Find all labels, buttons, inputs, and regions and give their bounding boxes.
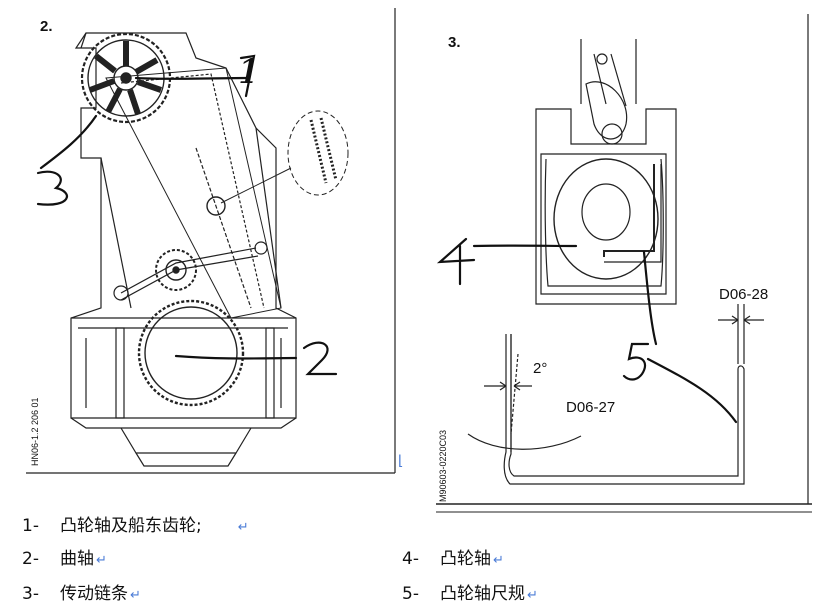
legend-item-3: 3- 传动链条↵ <box>22 579 141 604</box>
return-mark-icon: ↵ <box>527 588 538 603</box>
figure-3-number: 3. <box>448 34 461 51</box>
figure-3-code: M90603-0220C03 <box>438 429 448 502</box>
figure-2-drawing <box>26 8 396 474</box>
crankshaft-sprocket <box>137 299 245 407</box>
figure-2-number: 2. <box>40 18 53 35</box>
figure-2-code: HN06-1.2 206 01 <box>30 397 40 466</box>
legend-item-5: 5- 凸轮轴尺规↵ <box>402 579 538 604</box>
legend-item-1: 1- 凸轮轴及船东齿轮; ↵ <box>22 511 249 536</box>
legend-text: 凸轮轴尺规 <box>440 584 525 604</box>
dimension-label-d06-27: D06-27 <box>566 399 616 416</box>
callout-3-handwritten <box>36 170 68 206</box>
callout-2-handwritten <box>302 341 338 376</box>
legend-number: 4- <box>402 549 419 569</box>
callout-4-handwritten <box>436 237 476 286</box>
figure-2-engine-diagram: 2. HN06-1.2 206 01 <box>26 8 396 474</box>
angle-label: 2° <box>533 360 548 377</box>
return-mark-icon: ↵ <box>237 520 249 535</box>
dimension-label-d06-28: D06-28 <box>719 286 769 303</box>
legend-number: 2- <box>22 549 39 569</box>
legend-text: 曲轴 <box>60 549 94 569</box>
legend-number: 3- <box>22 584 39 604</box>
callout-5-handwritten <box>622 342 650 381</box>
figure-3-drawing <box>436 14 812 513</box>
legend-number: 5- <box>402 584 419 604</box>
return-mark-icon: ↵ <box>130 588 141 603</box>
camshaft-sprocket <box>80 32 172 124</box>
callout-1-handwritten: 1 <box>238 52 260 92</box>
gauge-drawing <box>467 304 764 485</box>
legend-item-2: 2- 曲轴↵ <box>22 544 107 569</box>
chain-detail-inset <box>220 110 349 204</box>
figure-3-camshaft-gauge-diagram: 3. M90603-0220C03 D06-28 D06-27 2° <box>436 14 812 514</box>
legend-item-4: 4- 凸轮轴↵ <box>402 544 504 569</box>
legend-number: 1- <box>22 516 39 536</box>
text-cursor-mark: ⌊ <box>398 452 404 468</box>
legend-text: 传动链条 <box>60 584 128 604</box>
return-mark-icon: ↵ <box>96 553 107 568</box>
return-mark-icon: ↵ <box>493 553 504 568</box>
legend-text: 凸轮轴 <box>440 549 491 569</box>
legend-text: 凸轮轴及船东齿轮; <box>60 516 202 536</box>
